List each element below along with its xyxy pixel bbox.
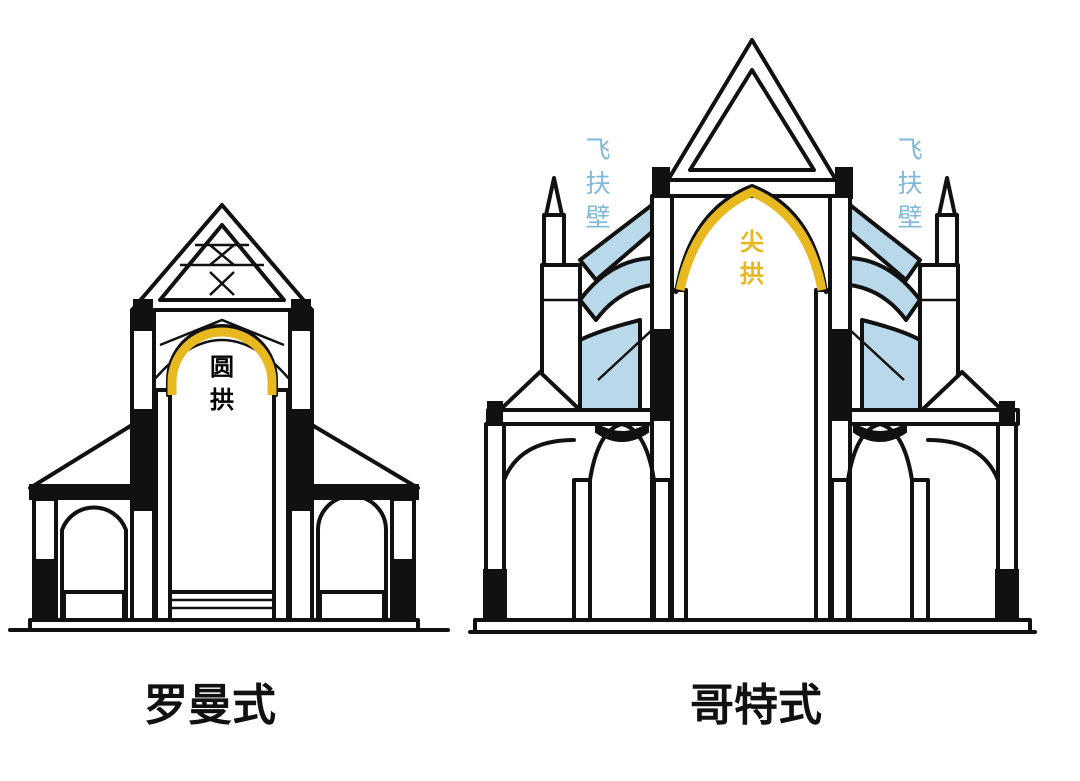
aisle-arch-gothic-3 — [502, 438, 576, 482]
romanesque-caption: 罗曼式 — [144, 680, 276, 731]
aisle-arch-left — [60, 505, 128, 622]
flying-buttress-label-left-1: 飞 — [585, 135, 610, 164]
pinnacle-shaft-right — [935, 213, 959, 267]
gothic-pier-left — [670, 288, 688, 622]
roof-truss-x4 — [209, 271, 235, 296]
gothic-section: 尖 拱 飞 扶 壁 飞 扶 壁 哥特式 — [468, 38, 1037, 731]
flying-buttress-label-left-3: 壁 — [585, 203, 610, 232]
buttress-strut-left — [597, 329, 653, 381]
romanesque-roof-inner — [158, 223, 286, 302]
gothic-roof-inner — [688, 68, 816, 172]
flying-buttress-left-middle — [578, 256, 654, 322]
wall-cap-left — [133, 299, 153, 331]
gothic-caption: 哥特式 — [690, 680, 822, 731]
aisle-wall-block-right — [393, 559, 413, 619]
romanesque-section: 圆 拱 罗曼式 — [8, 203, 450, 731]
round-arch-label-1: 圆 — [210, 352, 234, 381]
flying-buttress-label-right-2: 扶 — [897, 169, 922, 198]
aisle-roof-left — [28, 423, 134, 490]
pointed-arch-label-1: 尖 — [740, 227, 764, 256]
aisle-beam-left — [29, 484, 133, 500]
vault-rib-left — [595, 422, 649, 442]
wall-block-right — [291, 409, 311, 511]
pinnacle-right — [937, 176, 957, 217]
gothic-wall-block-left — [653, 329, 671, 421]
gothic-wall-block-right — [831, 329, 849, 421]
pinnacle-left — [544, 176, 564, 217]
aisle-steps-right — [318, 590, 386, 622]
pinnacle-shaft-left — [542, 213, 566, 267]
gothic-base — [473, 618, 1032, 634]
round-arch-label-2: 拱 — [210, 385, 234, 414]
flying-buttress-right-lower — [860, 318, 922, 412]
flying-buttress-right-middle — [848, 256, 922, 322]
round-arch — [167, 327, 277, 395]
gothic-aisle-block-left — [483, 569, 507, 621]
wall-block-left — [133, 409, 153, 511]
gothic-aisle-beam-right — [848, 408, 1020, 426]
aisle-arch-right — [316, 494, 388, 622]
flying-buttress-label-left-2: 扶 — [585, 169, 610, 198]
vault-rib-right — [853, 422, 907, 442]
pointed-arch — [675, 187, 827, 291]
round-arch-outline — [166, 324, 278, 397]
gothic-aisle-cap-left — [487, 401, 503, 425]
gothic-column-1 — [572, 478, 592, 622]
wall-cap-right — [291, 299, 311, 331]
gothic-column-2 — [652, 478, 672, 622]
nave-pier-left — [154, 388, 172, 622]
aisle-arch-gothic-1 — [588, 422, 656, 482]
gothic-top-cap-left — [652, 167, 670, 199]
roof-truss-x2 — [209, 244, 235, 266]
gothic-top-cap-right — [835, 167, 853, 199]
gothic-pier-right — [814, 288, 832, 622]
aisle-arch-gothic-2 — [846, 422, 914, 482]
nave-pier-right — [272, 388, 290, 622]
flying-buttress-left-lower — [578, 318, 642, 412]
aisle-arch-gothic-4 — [926, 438, 1000, 482]
pointed-arch-label-2: 拱 — [740, 259, 764, 288]
gothic-aisle-block-right — [995, 569, 1019, 621]
flying-buttress-label-right-3: 壁 — [897, 203, 922, 232]
gothic-column-3 — [830, 478, 850, 622]
gothic-column-4 — [910, 478, 930, 622]
nave-steps — [168, 590, 276, 622]
vault-line — [159, 318, 285, 347]
gothic-aisle-beam-left — [486, 408, 654, 426]
aisle-roof-right — [310, 423, 420, 490]
flying-buttress-left-upper — [578, 203, 654, 282]
flying-buttress-right-upper — [848, 203, 922, 282]
aisle-steps-left — [62, 590, 126, 622]
flying-buttress-label-right-1: 飞 — [897, 135, 922, 164]
gothic-aisle-cap-right — [999, 401, 1015, 425]
buttress-strut-right — [849, 329, 905, 381]
aisle-wall-block-left — [35, 559, 55, 619]
pointed-arch-outline — [674, 184, 828, 294]
